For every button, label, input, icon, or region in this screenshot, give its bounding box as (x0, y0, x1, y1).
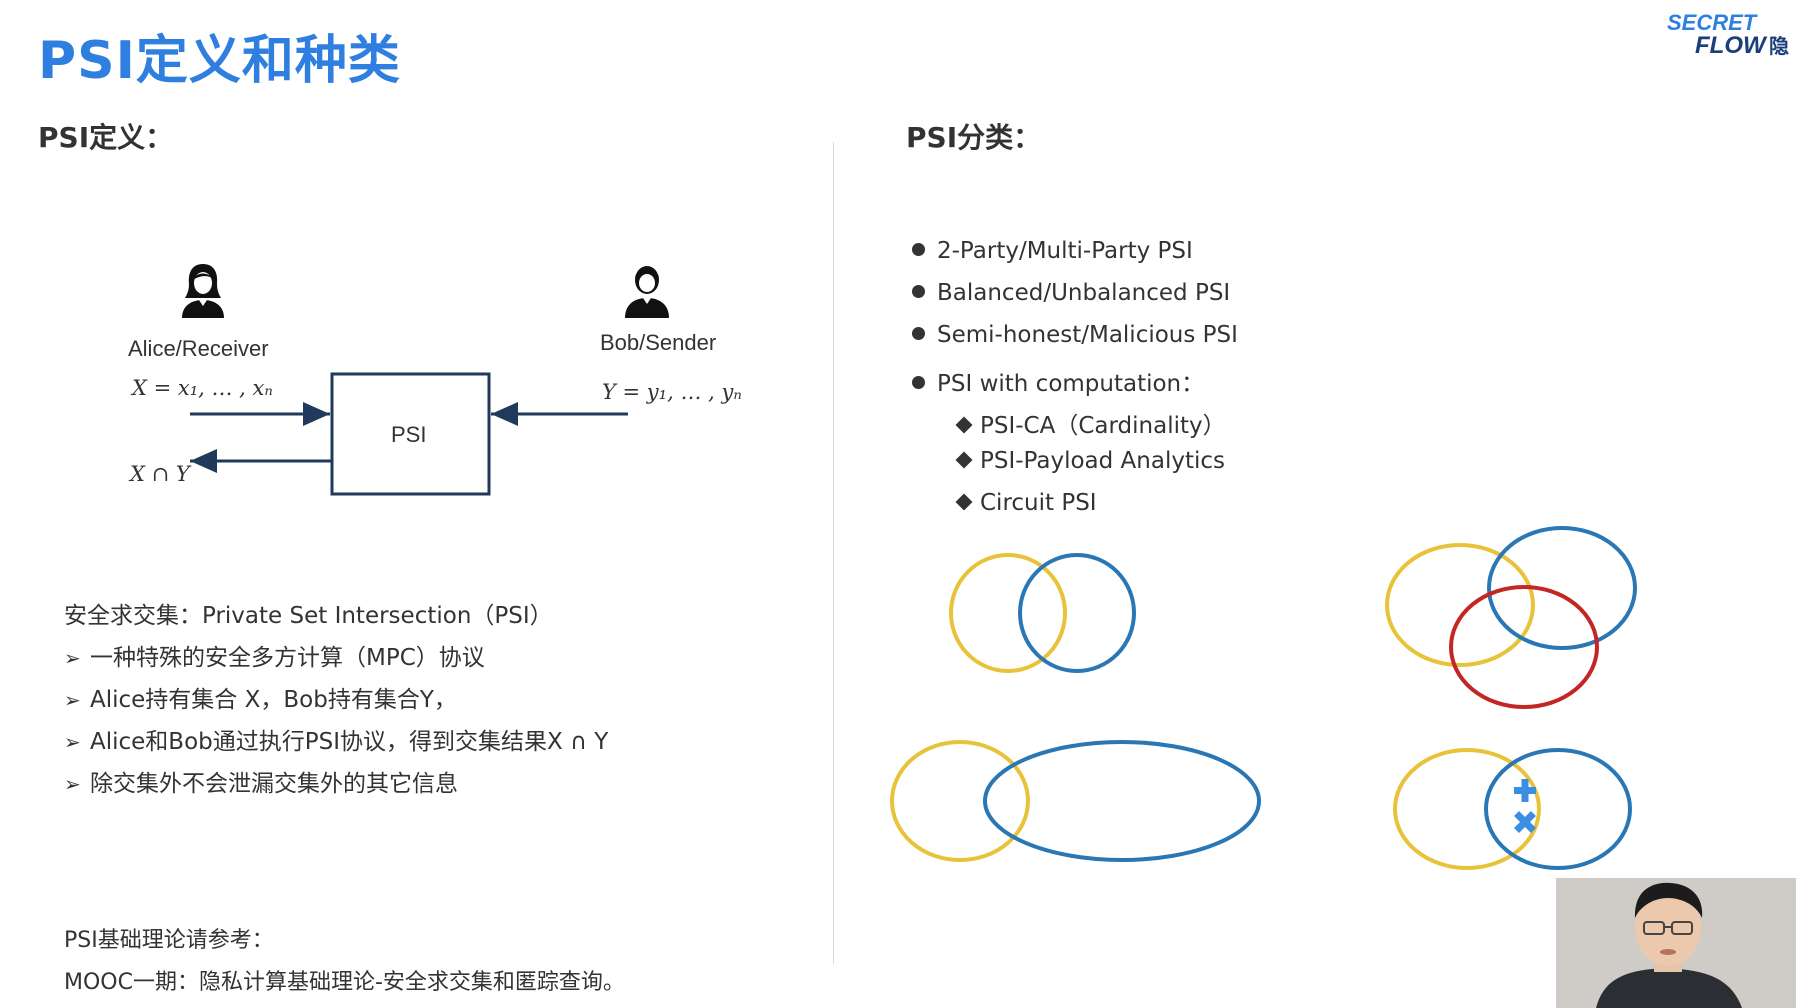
bullet-dot-icon (912, 376, 925, 389)
reference-text: MOOC一期：隐私计算基础理论-安全求交集和匿踪查询。 (64, 970, 625, 995)
secretflow-logo: SECRET FLOW 隐 (1667, 10, 1789, 58)
psi-flow-arrows (190, 372, 628, 496)
psi-box-label: PSI (391, 422, 427, 447)
two-party-venn (949, 553, 1136, 673)
alice-set: X = x₁, … , xₙ (132, 376, 273, 400)
bullet-dot-icon (912, 243, 925, 256)
classification-subitem: PSI-CA（Cardinality） (955, 406, 1226, 440)
definition-heading: PSI定义： (38, 121, 174, 154)
classification-item: PSI with computation： (912, 364, 1204, 398)
multiply-icon (1514, 811, 1536, 833)
alice-label: Alice/Receiver (128, 336, 269, 361)
presenter-image (1556, 878, 1796, 1008)
list-item: ➢除交集外不会泄漏交集外的其它信息 (64, 771, 458, 797)
svg-text:SECRET: SECRET (1667, 10, 1758, 35)
arrow-bullet-icon: ➢ (64, 772, 81, 796)
reference-label: PSI基础理论请参考： (64, 928, 274, 953)
plus-icon (1514, 779, 1536, 802)
male-user-icon (625, 266, 669, 318)
arrow-bullet-icon: ➢ (64, 688, 81, 712)
definition-list: 安全求交集：Private Set Intersection（PSI） ➢一种特… (64, 596, 824, 797)
female-user-icon (182, 264, 224, 318)
venn-illustrations (890, 526, 1637, 870)
classification-item: Semi-honest/Malicious PSI (912, 322, 1238, 348)
column-divider (833, 142, 834, 964)
bullet-dot-icon (912, 327, 925, 340)
classification-subitem: Circuit PSI (955, 490, 1097, 516)
classification-heading: PSI分类： (906, 121, 1042, 154)
psi-diagram: Alice/Receiver Bob/Sender X = x₁, … , xₙ… (100, 250, 780, 520)
arrow-bullet-icon: ➢ (64, 646, 81, 670)
slide-title: PSI定义和种类 (38, 31, 401, 91)
bob-label: Bob/Sender (600, 330, 717, 355)
list-item: ➢Alice和Bob通过执行PSI协议，得到交集结果X ∩ Y (64, 729, 609, 755)
diamond-bullet-icon (955, 493, 973, 510)
psi-intro: 安全求交集：Private Set Intersection（PSI） (64, 603, 553, 629)
classification-item: 2-Party/Multi-Party PSI (912, 238, 1193, 264)
svg-text:隐: 隐 (1769, 34, 1789, 58)
arrow-bullet-icon: ➢ (64, 730, 81, 754)
psi-box (330, 372, 491, 496)
classification-item: Balanced/Unbalanced PSI (912, 280, 1230, 306)
unbalanced-venn (890, 740, 1261, 862)
diamond-bullet-icon (955, 416, 973, 433)
intersection-result: X ∩ Y (130, 462, 190, 486)
diamond-bullet-icon (955, 451, 973, 468)
computation-venn (1393, 748, 1632, 870)
classification-subitem: PSI-Payload Analytics (955, 448, 1225, 474)
multi-party-venn (1385, 526, 1637, 709)
presenter-webcam (1556, 878, 1796, 1008)
list-item: ➢Alice持有集合 X，Bob持有集合Y， (64, 687, 457, 713)
bob-set: Y = y₁, … , yₙ (602, 380, 742, 404)
list-item: ➢一种特殊的安全多方计算（MPC）协议 (64, 645, 485, 671)
bullet-dot-icon (912, 285, 925, 298)
svg-text:FLOW: FLOW (1695, 32, 1768, 58)
